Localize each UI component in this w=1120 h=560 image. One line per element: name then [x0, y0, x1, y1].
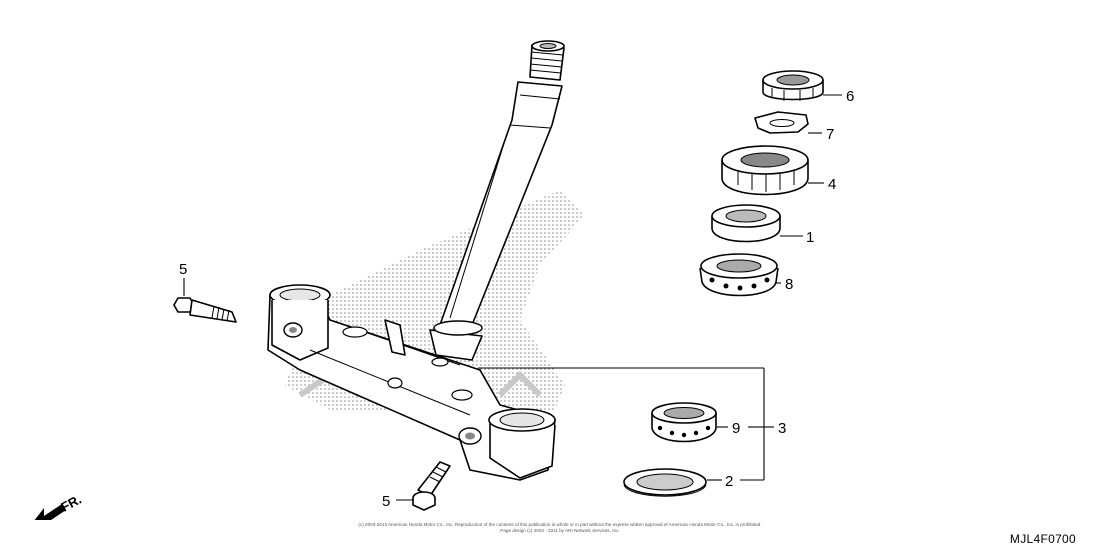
steering-stem-part — [429, 40, 565, 361]
lower-triple-clamp-part — [267, 284, 556, 481]
stem-nut-part — [762, 70, 824, 101]
callout-2: 2 — [725, 473, 733, 490]
callout-5-upper: 5 — [179, 261, 187, 278]
top-cone-race-part — [711, 204, 781, 243]
copyright-line-1: (c) 2003-2013 American Honda Motor Co., … — [358, 522, 762, 527]
callout-9: 9 — [732, 420, 740, 437]
callout-4: 4 — [828, 176, 836, 193]
adjusting-nut-part — [721, 145, 809, 196]
steering-stem-exploded-view: 6 7 4 1 8 9 3 2 5 5 FR. — [34, 40, 854, 520]
flange-bolt-lower-part — [412, 461, 451, 511]
upper-bearing-part — [699, 253, 779, 297]
lock-washer-part — [754, 111, 809, 134]
callout-3: 3 — [778, 420, 786, 437]
callout-8: 8 — [785, 276, 793, 293]
copyright-notice: (c) 2003-2013 American Honda Motor Co., … — [0, 522, 1120, 534]
front-direction-arrow-icon: FR. — [34, 492, 84, 520]
lower-bearing-part — [651, 402, 717, 443]
callout-1: 1 — [806, 229, 814, 246]
copyright-line-2: Page design (c) 2004 - 2011 by ARI Netwo… — [500, 528, 620, 533]
leader-lines — [183, 94, 842, 501]
diagram-code-label: MJL4F0700 — [1009, 532, 1076, 546]
flange-bolt-upper-part — [173, 297, 237, 323]
callout-6: 6 — [846, 88, 854, 105]
dust-seal-part — [623, 468, 707, 497]
callout-5-lower: 5 — [382, 493, 390, 510]
callout-7: 7 — [826, 126, 834, 143]
